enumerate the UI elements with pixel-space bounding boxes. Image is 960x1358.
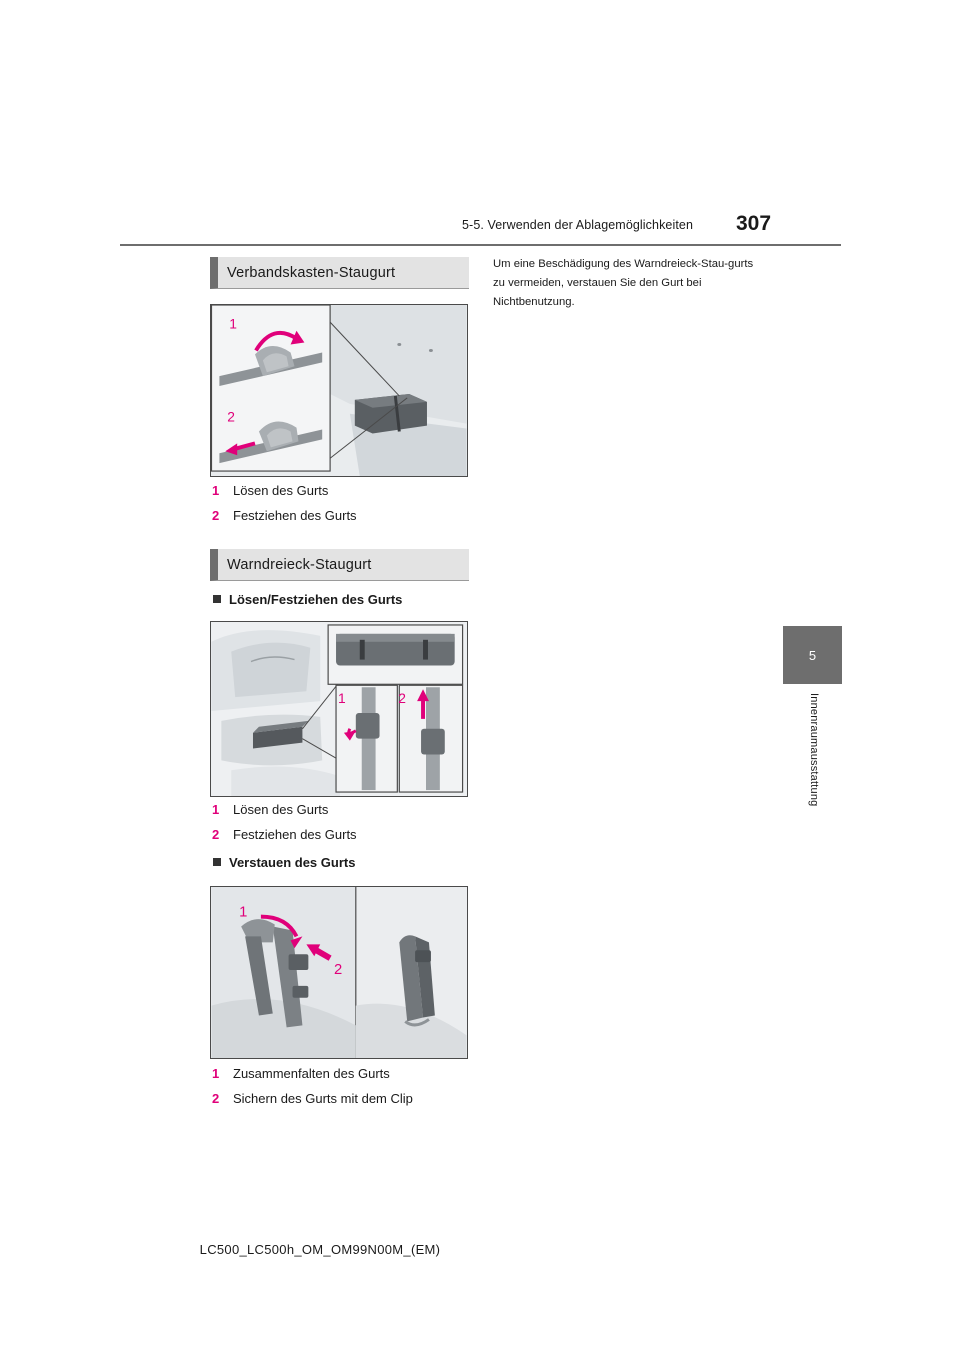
figure-callout-1: 1	[229, 316, 237, 332]
step-text: Lösen des Gurts	[233, 483, 329, 498]
section-header-title: 5-5. Verwenden der Ablagemöglichkeiten	[462, 218, 694, 232]
step-item: 1 Lösen des Gurts	[212, 483, 328, 498]
stowing-strap-illustration: 1 2	[211, 887, 467, 1058]
square-bullet-icon	[213, 595, 221, 603]
chapter-label-text: Innenraumausstattung	[808, 693, 820, 807]
section-title-warning-triangle: Warndreieck-Staugurt	[210, 549, 469, 581]
step-item: 1 Lösen des Gurts	[212, 802, 328, 817]
step-number: 1	[212, 483, 220, 498]
step-number: 2	[212, 827, 220, 842]
square-bullet-icon	[213, 858, 221, 866]
step-text: Festziehen des Gurts	[233, 827, 357, 842]
figure-stowing-strap: 1 2	[210, 886, 468, 1059]
step-item: 2 Sichern des Gurts mit dem Clip	[212, 1091, 413, 1106]
step-number: 1	[212, 1066, 220, 1081]
chapter-label: Innenraumausstattung	[803, 693, 825, 823]
step-text: Festziehen des Gurts	[233, 508, 357, 523]
subheading-text: Lösen/Festziehen des Gurts	[229, 592, 403, 607]
header-divider	[120, 244, 841, 246]
step-item: 2 Festziehen des Gurts	[212, 827, 357, 842]
footer-document-id: LC500_LC500h_OM_OM99N00M_(EM)	[199, 1242, 441, 1257]
chapter-number: 5	[808, 647, 817, 663]
step-item: 1 Zusammenfalten des Gurts	[212, 1066, 390, 1081]
step-item: 2 Festziehen des Gurts	[212, 508, 357, 523]
triangle-strap-illustration: 1 2	[211, 622, 467, 796]
figure-callout-1: 1	[239, 905, 247, 921]
section-title-first-aid: Verbandskasten-Staugurt	[210, 257, 469, 289]
subheading-release-tighten: Lösen/Festziehen des Gurts	[213, 592, 402, 607]
storage-note: Um eine Beschädigung des Warndreieck-Sta…	[493, 258, 754, 308]
figure-callout-2: 2	[334, 962, 342, 978]
chapter-tab: 5	[783, 626, 842, 684]
figure-callout-2: 2	[398, 690, 406, 706]
figure-callout-2: 2	[227, 409, 235, 425]
subheading-text: Verstauen des Gurts	[229, 855, 356, 870]
figure-first-aid-strap: 1 2	[210, 304, 468, 477]
step-number: 2	[212, 508, 220, 523]
step-number: 2	[212, 1091, 220, 1106]
subheading-stowing: Verstauen des Gurts	[213, 855, 355, 870]
first-aid-strap-illustration: 1 2	[211, 305, 467, 476]
figure-triangle-strap: 1 2	[210, 621, 468, 797]
step-text: Sichern des Gurts mit dem Clip	[233, 1091, 413, 1106]
step-text: Lösen des Gurts	[233, 802, 329, 817]
step-text: Zusammenfalten des Gurts	[233, 1066, 390, 1081]
page-number: 307	[736, 212, 772, 235]
step-number: 1	[212, 802, 220, 817]
figure-callout-1: 1	[338, 690, 346, 706]
